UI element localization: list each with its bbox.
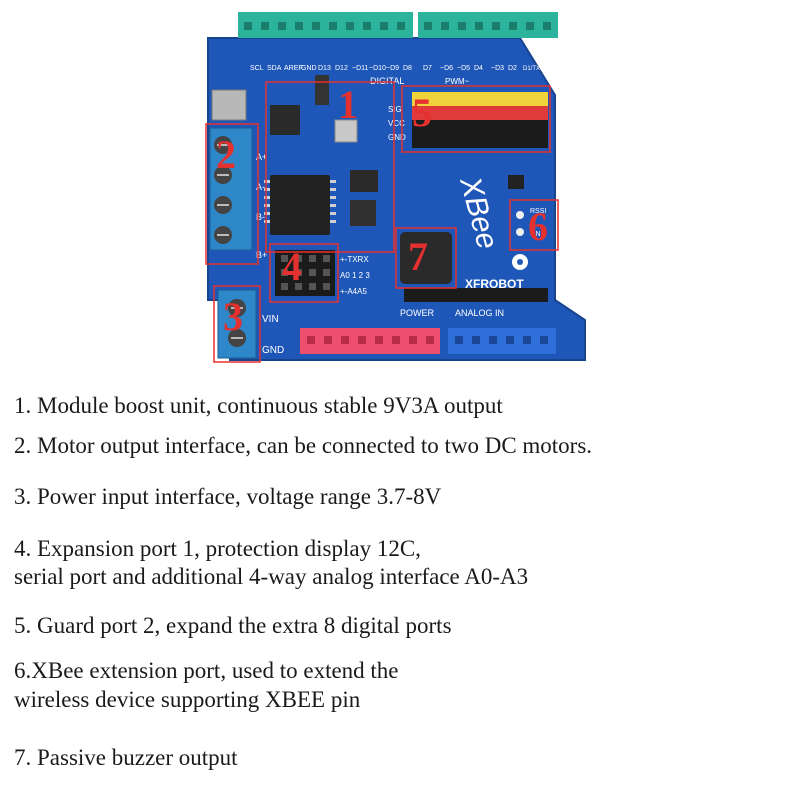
description-4-line2: serial port and additional 4-way analog … — [14, 564, 529, 589]
description-6-line2: wireless device supporting XBEE pin — [14, 687, 361, 712]
callout-number-2: 2 — [216, 132, 236, 177]
expansion-port-1-header — [275, 250, 335, 296]
silk-gnd: GND — [262, 345, 284, 356]
pin-label-d13: D13 — [318, 65, 331, 72]
callout-number-4: 4 — [282, 244, 302, 289]
silk-pwm: PWM~ — [445, 77, 470, 86]
chip-xbee-small — [508, 175, 524, 189]
pin-label-d8: D8 — [403, 65, 412, 72]
pin-label-d11: ~D11 — [352, 65, 369, 72]
callout-number-3: 3 — [223, 294, 243, 339]
pin-label-d6: ~D6 — [440, 65, 453, 72]
xbee-bottom-header — [404, 288, 548, 302]
callout-number-1: 1 — [338, 82, 358, 127]
pin-label-gnd: GND — [301, 65, 317, 72]
callout-box-1 — [265, 81, 395, 253]
callout-number-5: 5 — [412, 90, 432, 135]
callout-number-7: 7 — [408, 234, 428, 279]
silk-digital: DIGITAL — [370, 76, 404, 86]
description-4-line1: 4. Expansion port 1, protection display … — [14, 536, 421, 561]
description-3: 3. Power input interface, voltage range … — [14, 484, 442, 509]
silk-port-row3: +-A4A5 — [340, 287, 367, 296]
silk-a-plus: A+ — [256, 152, 267, 162]
pin-label-d1tx: D1/TX — [523, 66, 540, 72]
pin-label-aref: AREF — [284, 65, 303, 72]
description-6-line1: 6.XBee extension port, used to extend th… — [14, 658, 399, 683]
silk-brand: XFROBOT — [465, 277, 524, 291]
pin-label-d5: ~D5 — [457, 65, 470, 72]
silk-vcc: VCC — [388, 119, 405, 128]
guard-port-2-header — [412, 92, 548, 148]
description-7: 7. Passive buzzer output — [14, 745, 238, 770]
analog-header-blue — [448, 328, 556, 354]
description-5: 5. Guard port 2, expand the extra 8 digi… — [14, 613, 452, 638]
callout-box-3 — [213, 285, 261, 363]
capacitor-1 — [334, 119, 358, 143]
pin-label-d3: ~D3 — [491, 65, 504, 72]
led-on — [516, 228, 524, 236]
callout-box-2 — [205, 123, 259, 265]
chip-small-2 — [350, 170, 378, 192]
silk-sig: SIG — [388, 105, 402, 114]
callout-box-4 — [269, 243, 339, 303]
silk-power: POWER — [400, 308, 435, 318]
silk-b-plus: B+ — [256, 250, 267, 260]
silk-a-minus: A- — [256, 182, 265, 192]
silk-port-row2: A0 1 2 3 — [340, 271, 370, 280]
pin-label-d10: ~D10 — [369, 65, 386, 72]
callout-box-5 — [401, 85, 551, 153]
silk-rssi: RSSI — [530, 208, 546, 215]
description-2: 2. Motor output interface, can be connec… — [14, 433, 593, 458]
passive-buzzer — [400, 232, 452, 284]
inductor-pr2 — [211, 89, 247, 121]
pin-label-d2: D2 — [508, 65, 517, 72]
silk-b-minus: B- — [256, 212, 265, 222]
silk-on: ON — [530, 231, 541, 238]
shield-board-svg: SCL SDA AREF GND D13 D12 ~D11 ~D10 ~D9 D… — [205, 12, 586, 363]
pin-label-d12: D12 — [335, 65, 348, 72]
pin-label-d7: D7 — [423, 65, 432, 72]
pin-label-d4: D4 — [474, 65, 483, 72]
top-header-right — [418, 12, 558, 38]
gear-logo-icon — [512, 254, 528, 270]
power-terminal-block — [217, 289, 257, 359]
callout-number-6: 6 — [528, 204, 548, 249]
top-header-left — [238, 12, 413, 38]
pin-label-sda: SDA — [267, 65, 282, 72]
led-rssi — [516, 211, 524, 219]
chip-smd-1 — [315, 75, 329, 105]
pin-label-scl: SCL — [250, 65, 264, 72]
silk-gnd2: GND — [388, 133, 406, 142]
shield-board-image: SCL SDA AREF GND D13 D12 ~D11 ~D10 ~D9 D… — [190, 0, 600, 375]
description-1: 1. Module boost unit, continuous stable … — [14, 393, 503, 418]
silk-vin: VIN — [262, 314, 279, 325]
power-header-pink — [300, 328, 440, 354]
chip-small-1 — [270, 105, 300, 135]
pin-label-d9: ~D9 — [386, 65, 399, 72]
callout-box-6 — [509, 199, 559, 251]
motor-terminal-block — [209, 127, 253, 251]
silk-analog-in: ANALOG IN — [455, 308, 504, 318]
motor-driver-chip — [270, 175, 330, 235]
chip-small-3 — [350, 200, 376, 226]
callout-boxes — [205, 81, 559, 363]
callout-box-7 — [395, 227, 457, 289]
pin-label-d0rx: D0/RX — [541, 66, 559, 72]
silk-port-row1: +-TXRX — [340, 255, 369, 264]
